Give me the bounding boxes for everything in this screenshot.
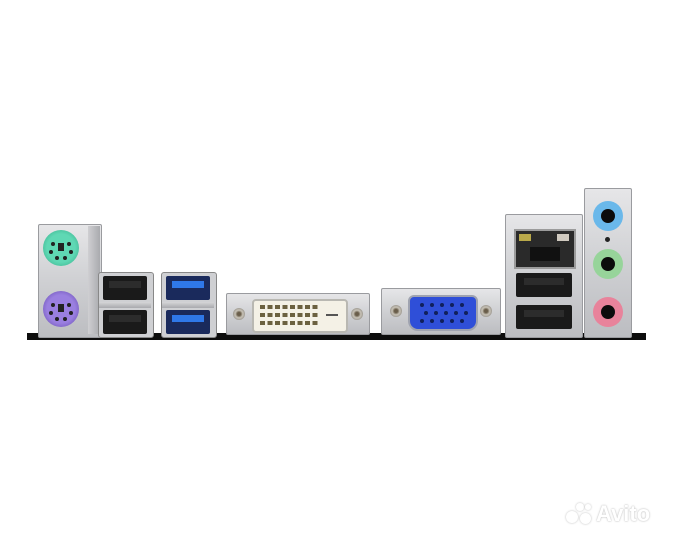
avito-watermark: Avito <box>566 497 666 531</box>
rj45-port <box>514 229 576 269</box>
avito-logo-icon <box>566 501 592 527</box>
io-shield-bottom-edge <box>27 333 646 340</box>
usb2-port-right-top <box>516 273 572 297</box>
avito-watermark-text: Avito <box>596 501 651 526</box>
usb3-stack <box>161 272 217 338</box>
usb2-stack-left <box>98 272 154 338</box>
dvi-port <box>226 293 370 335</box>
audio-line-out-jack <box>593 249 623 279</box>
audio-line-in-jack <box>593 201 623 231</box>
ps2-bracket-side <box>88 226 100 334</box>
ps2-keyboard-port <box>43 230 79 266</box>
audio-jack-panel <box>584 188 632 338</box>
usb2-port-right-bottom <box>516 305 572 329</box>
audio-mic-jack <box>593 297 623 327</box>
vga-port <box>381 288 501 335</box>
lan-usb-stack <box>505 214 583 338</box>
ps2-mouse-port <box>43 291 79 327</box>
